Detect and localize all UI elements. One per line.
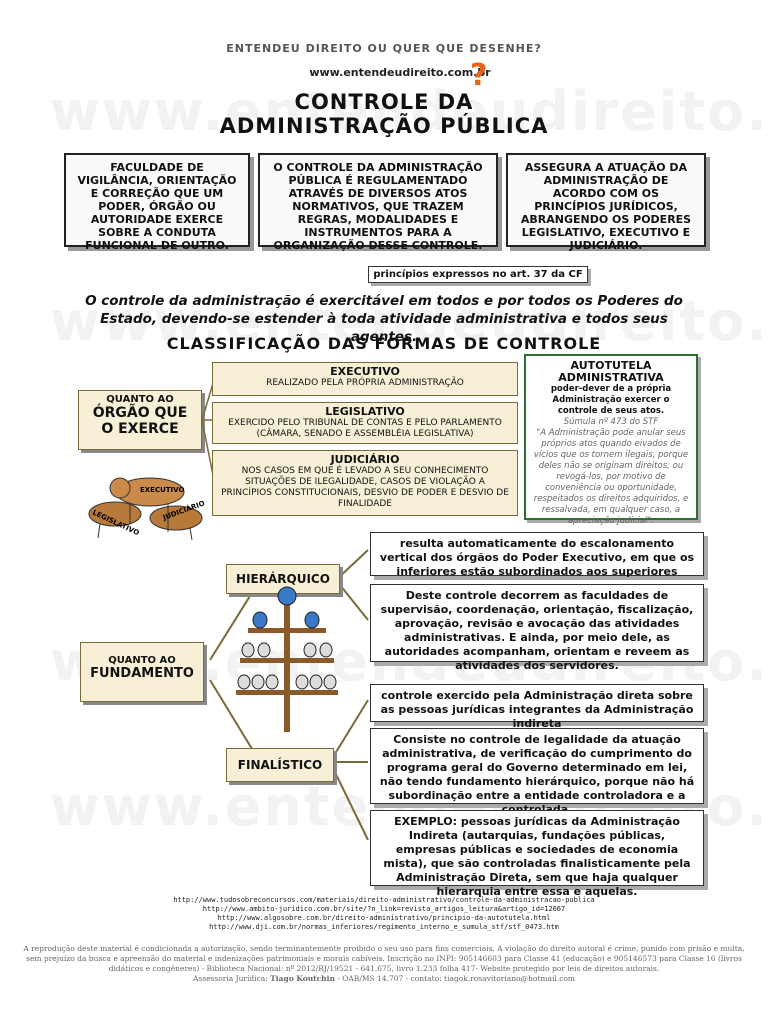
autotutela-text: poder-dever de a própria Administração e… — [550, 384, 672, 416]
regulation-box: O CONTROLE DA ADMINISTRAÇÃO PÚBLICA É RE… — [258, 153, 498, 252]
autotutela-quote: "A Administração pode anular seus própri… — [533, 428, 689, 526]
classification-title: CLASSIFICAÇÃO DAS FORMAS DE CONTROLE — [166, 334, 602, 353]
orgao-label-2: ÓRGÃO QUE — [92, 405, 188, 421]
autotutela-sumula: Súmula nº 473 do STF — [563, 417, 659, 427]
reference-link[interactable]: http://www.ambito-juridico.com.br/site/?… — [202, 905, 566, 913]
finalistico-text-2: Consiste no controle de legalidade da at… — [370, 728, 704, 816]
hierarchy-tree-illustration — [236, 586, 338, 732]
fundamento-label-box: QUANTO AO FUNDAMENTO — [80, 642, 204, 702]
orgao-label-1: QUANTO AO — [106, 394, 174, 405]
reference-link[interactable]: http://www.algosobre.com.br/direito-admi… — [217, 914, 551, 922]
judiciario-card: JUDICIÁRIO NOS CASOS EM QUE É LEVADO A S… — [212, 450, 518, 516]
statement: O controle da administração é exercitáve… — [85, 293, 683, 345]
judiciario-text: NOS CASOS EM QUE É LEVADO A SEU CONHECIM… — [221, 466, 509, 509]
legislativo-card: LEGISLATIVO EXERCIDO PELO TRIBUNAL DE CO… — [212, 402, 518, 444]
autotutela-box: AUTOTUTELA ADMINISTRATIVA poder-dever de… — [524, 354, 698, 526]
hierarquico-text-2: Deste controle decorrem as faculdades de… — [370, 584, 704, 672]
hierarquico-text-1: resulta automaticamente do escalonamento… — [370, 532, 704, 578]
fundamento-label-2: FUNDAMENTO — [90, 666, 194, 681]
footer-name: Tiago Koutchin — [270, 974, 335, 983]
watermark: www.entendeudireito.com.br — [50, 290, 768, 353]
footer-line2: Assessoria Jurídica: Tiago Koutchin - OA… — [192, 974, 576, 983]
definition-box: FACULDADE DE VIGILÂNCIA, ORIENTAÇÃO E CO… — [64, 153, 250, 252]
tagline: ENTENDEU DIREITO OU QUER QUE DESENHE? — [226, 42, 542, 55]
orgao-label-box: QUANTO AO ÓRGÃO QUE O EXERCE — [78, 390, 202, 450]
question-mark-logo: ? — [470, 58, 488, 93]
copyright-footer: A reprodução deste material é condiciona… — [20, 944, 748, 984]
legislativo-text: EXERCIDO PELO TRIBUNAL DE CONTAS E PELO … — [228, 418, 502, 439]
executivo-text: REALIZADO PELA PRÓPRIA ADMINISTRAÇÃO — [266, 378, 464, 388]
dog-label-executivo: EXECUTIVO — [140, 486, 184, 494]
fundamento-label-1: QUANTO AO — [108, 655, 176, 666]
site-url: www.entendeudireito.com.br — [309, 66, 491, 79]
principles-note: princípios expressos no art. 37 da CF — [368, 266, 588, 283]
finalistico-label: FINALÍSTICO — [226, 748, 334, 782]
dogs-illustration: EXECUTIVO LEGISLATIVO JUDICIÁRIO — [88, 477, 206, 541]
orgao-label-3: O EXERCE — [101, 421, 179, 437]
watermark: www.entendeudireito.com.br — [50, 80, 768, 143]
judiciario-title: JUDICIÁRIO — [330, 453, 400, 466]
page-title-line1: CONTROLE DA — [294, 90, 474, 114]
executivo-title: EXECUTIVO — [330, 365, 400, 378]
executivo-card: EXECUTIVO REALIZADO PELA PRÓPRIA ADMINIS… — [212, 362, 518, 396]
reference-link[interactable]: http://www.tudosobreconcursos.com/materi… — [173, 896, 595, 904]
legislativo-title: LEGISLATIVO — [325, 405, 405, 418]
footer-line1: A reprodução deste material é condiciona… — [23, 944, 745, 973]
autotutela-title: AUTOTUTELA ADMINISTRATIVA — [558, 359, 664, 384]
page-title-line2: ADMINISTRAÇÃO PÚBLICA — [219, 114, 549, 138]
finalistico-text-3: EXEMPLO: pessoas jurídicas da Administra… — [370, 810, 704, 898]
purpose-box: ASSEGURA A ATUAÇÃO DA ADMINISTRAÇÃO DE A… — [506, 153, 706, 252]
reference-link[interactable]: http://www.dji.com.br/normas_inferiores/… — [209, 923, 559, 931]
finalistico-text-1: controle exercido pela Administração dir… — [370, 684, 704, 730]
references: http://www.tudosobreconcursos.com/materi… — [0, 896, 768, 932]
hierarquico-label: HIERÁRQUICO — [226, 564, 340, 594]
